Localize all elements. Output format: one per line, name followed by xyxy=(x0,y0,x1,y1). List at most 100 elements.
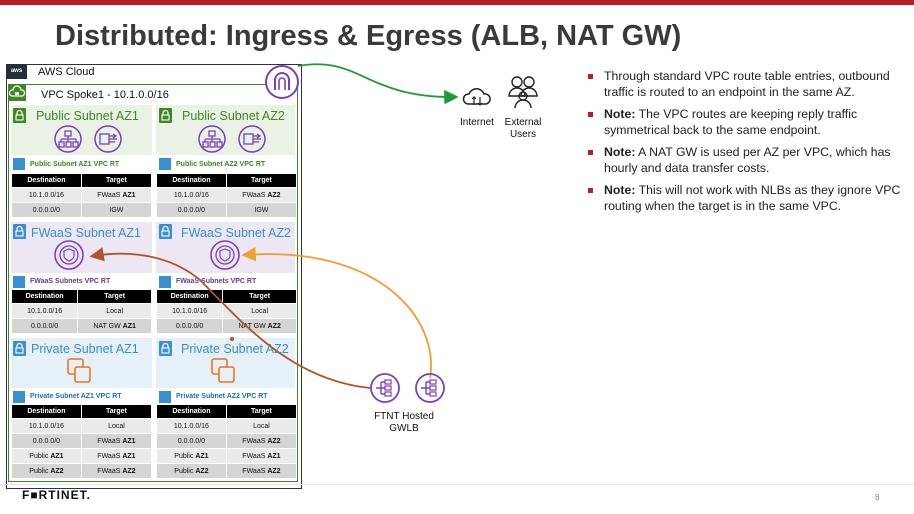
rt-public-az1-title: Public Subnet AZ1 VPC RT xyxy=(30,161,120,168)
public-subnet-az2-label: Public Subnet AZ2 xyxy=(182,109,285,123)
rt-fwaas-az2-lock-icon xyxy=(159,276,171,288)
column-header: Destination xyxy=(156,404,227,419)
list-item: Note: This will not work with NLBs as th… xyxy=(588,182,903,214)
vpc-cloud-lock-icon xyxy=(8,84,26,101)
table-cell: FWaaS AZ1 xyxy=(80,433,153,449)
gwlb-icon-1 xyxy=(370,373,400,403)
table-cell: Public AZ2 xyxy=(11,463,82,479)
table-cell: 0.0.0.0/0 xyxy=(156,433,227,449)
vpc-frame xyxy=(8,84,298,482)
rt-private-az2-title: Private Subnet AZ2 VPC RT xyxy=(176,393,268,400)
private-subnet-az1-label: Private Subnet AZ1 xyxy=(31,342,139,356)
public-subnet-az1 xyxy=(11,105,152,155)
private-subnet-az2-label: Private Subnet AZ2 xyxy=(181,342,289,356)
table-cell: FWaaS AZ2 xyxy=(225,187,298,203)
table-cell: 0.0.0.0/0 xyxy=(10,318,79,334)
slide-title: Distributed: Ingress & Egress (ALB, NAT … xyxy=(55,20,682,52)
public-subnet-az1-lock-icon xyxy=(13,108,26,123)
aws-cloud-frame xyxy=(6,64,302,489)
column-header: Destination xyxy=(155,289,224,304)
igw-to-internet-arrow xyxy=(297,63,459,105)
rt-public-az2-title: Public Subnet AZ2 VPC RT xyxy=(176,161,266,168)
fortinet-logo: F■RTINET. xyxy=(22,488,91,502)
column-header: Destination xyxy=(11,173,82,188)
gwlb-label: FTNT Hosted GWLB xyxy=(374,411,434,434)
private-subnet-az1-lock-icon xyxy=(13,341,26,356)
public-subnet-az2 xyxy=(156,105,295,155)
rt-private-az1-title: Private Subnet AZ1 VPC RT xyxy=(30,393,122,400)
fwaas-az1-endpoint-icon xyxy=(54,240,84,270)
fwaas-az2-endpoint-icon xyxy=(210,240,240,270)
table-cell: Public AZ1 xyxy=(156,448,227,464)
table-cell: Local xyxy=(225,418,298,434)
internet-gateway-icon xyxy=(265,65,299,99)
public-az2-nat-icon xyxy=(238,125,266,153)
rt-public-az1-lock-icon xyxy=(13,158,25,170)
table-cell: 0.0.0.0/0 xyxy=(156,202,227,218)
public-az1-alb-icon xyxy=(54,125,82,153)
private-subnet-az2-lock-icon xyxy=(159,341,172,356)
rt-public-az2-lock-icon xyxy=(159,158,171,170)
rt-private-az2-lock-icon xyxy=(159,391,171,403)
table-cell: FWaaS AZ2 xyxy=(80,463,153,479)
table-cell: 0.0.0.0/0 xyxy=(11,433,82,449)
vpc-label: VPC Spoke1 - 10.1.0.0/16 xyxy=(41,89,169,101)
fwaas-subnet-az2-lock-icon xyxy=(159,224,172,239)
rt-fwaas-az1-lock-icon xyxy=(13,276,25,288)
aws-logo-icon: aws xyxy=(6,64,27,79)
external-users-label: External Users xyxy=(504,117,542,140)
table-cell: 0.0.0.0/0 xyxy=(155,318,224,334)
table-cell: 10.1.0.0/16 xyxy=(155,303,224,319)
public-az2-alb-icon xyxy=(198,125,226,153)
fwaas-subnet-az1-lock-icon xyxy=(13,224,26,239)
rt-fwaas-az1-title: FWaaS Subnets VPC RT xyxy=(30,278,111,285)
arrow-start-dot xyxy=(230,337,234,341)
public-subnet-az2-lock-icon xyxy=(159,108,172,123)
fwaas-az2-return-arrow xyxy=(241,247,432,379)
table-cell: Local xyxy=(77,303,152,319)
list-item: Note: A NAT GW is used per AZ per VPC, w… xyxy=(588,144,903,176)
fwaas-az1-return-arrow xyxy=(89,247,371,389)
internet-label: Internet xyxy=(460,117,494,128)
public-az1-nat-icon xyxy=(94,125,122,153)
table-cell: IGW xyxy=(80,202,153,218)
private-az1-instances-icon xyxy=(67,358,91,383)
table-cell: 0.0.0.0/0 xyxy=(11,202,82,218)
table-cell: Local xyxy=(80,418,153,434)
list-item: Note: The VPC routes are keeping reply t… xyxy=(588,106,903,138)
table-cell: FWaaS AZ1 xyxy=(80,187,153,203)
private-az2-instances-icon xyxy=(211,358,235,383)
fwaas-subnet-az1-label: FWaaS Subnet AZ1 xyxy=(31,226,142,240)
rt-fwaas-az2-title: FWaaS Subnets VPC RT xyxy=(176,278,257,285)
table-cell: Public AZ2 xyxy=(156,463,227,479)
table-cell: NAT GW AZ1 xyxy=(77,318,152,334)
internet-cloud-icon xyxy=(462,88,491,106)
table-cell: IGW xyxy=(225,202,298,218)
footer-divider xyxy=(0,484,914,485)
top-accent-bar xyxy=(0,0,914,5)
notes-list: Through standard VPC route table entries… xyxy=(588,68,903,220)
table-cell: 10.1.0.0/16 xyxy=(11,418,82,434)
column-header: Target xyxy=(222,289,297,304)
page-number: 8 xyxy=(875,493,880,502)
public-subnet-az1-label: Public Subnet AZ1 xyxy=(36,109,139,123)
